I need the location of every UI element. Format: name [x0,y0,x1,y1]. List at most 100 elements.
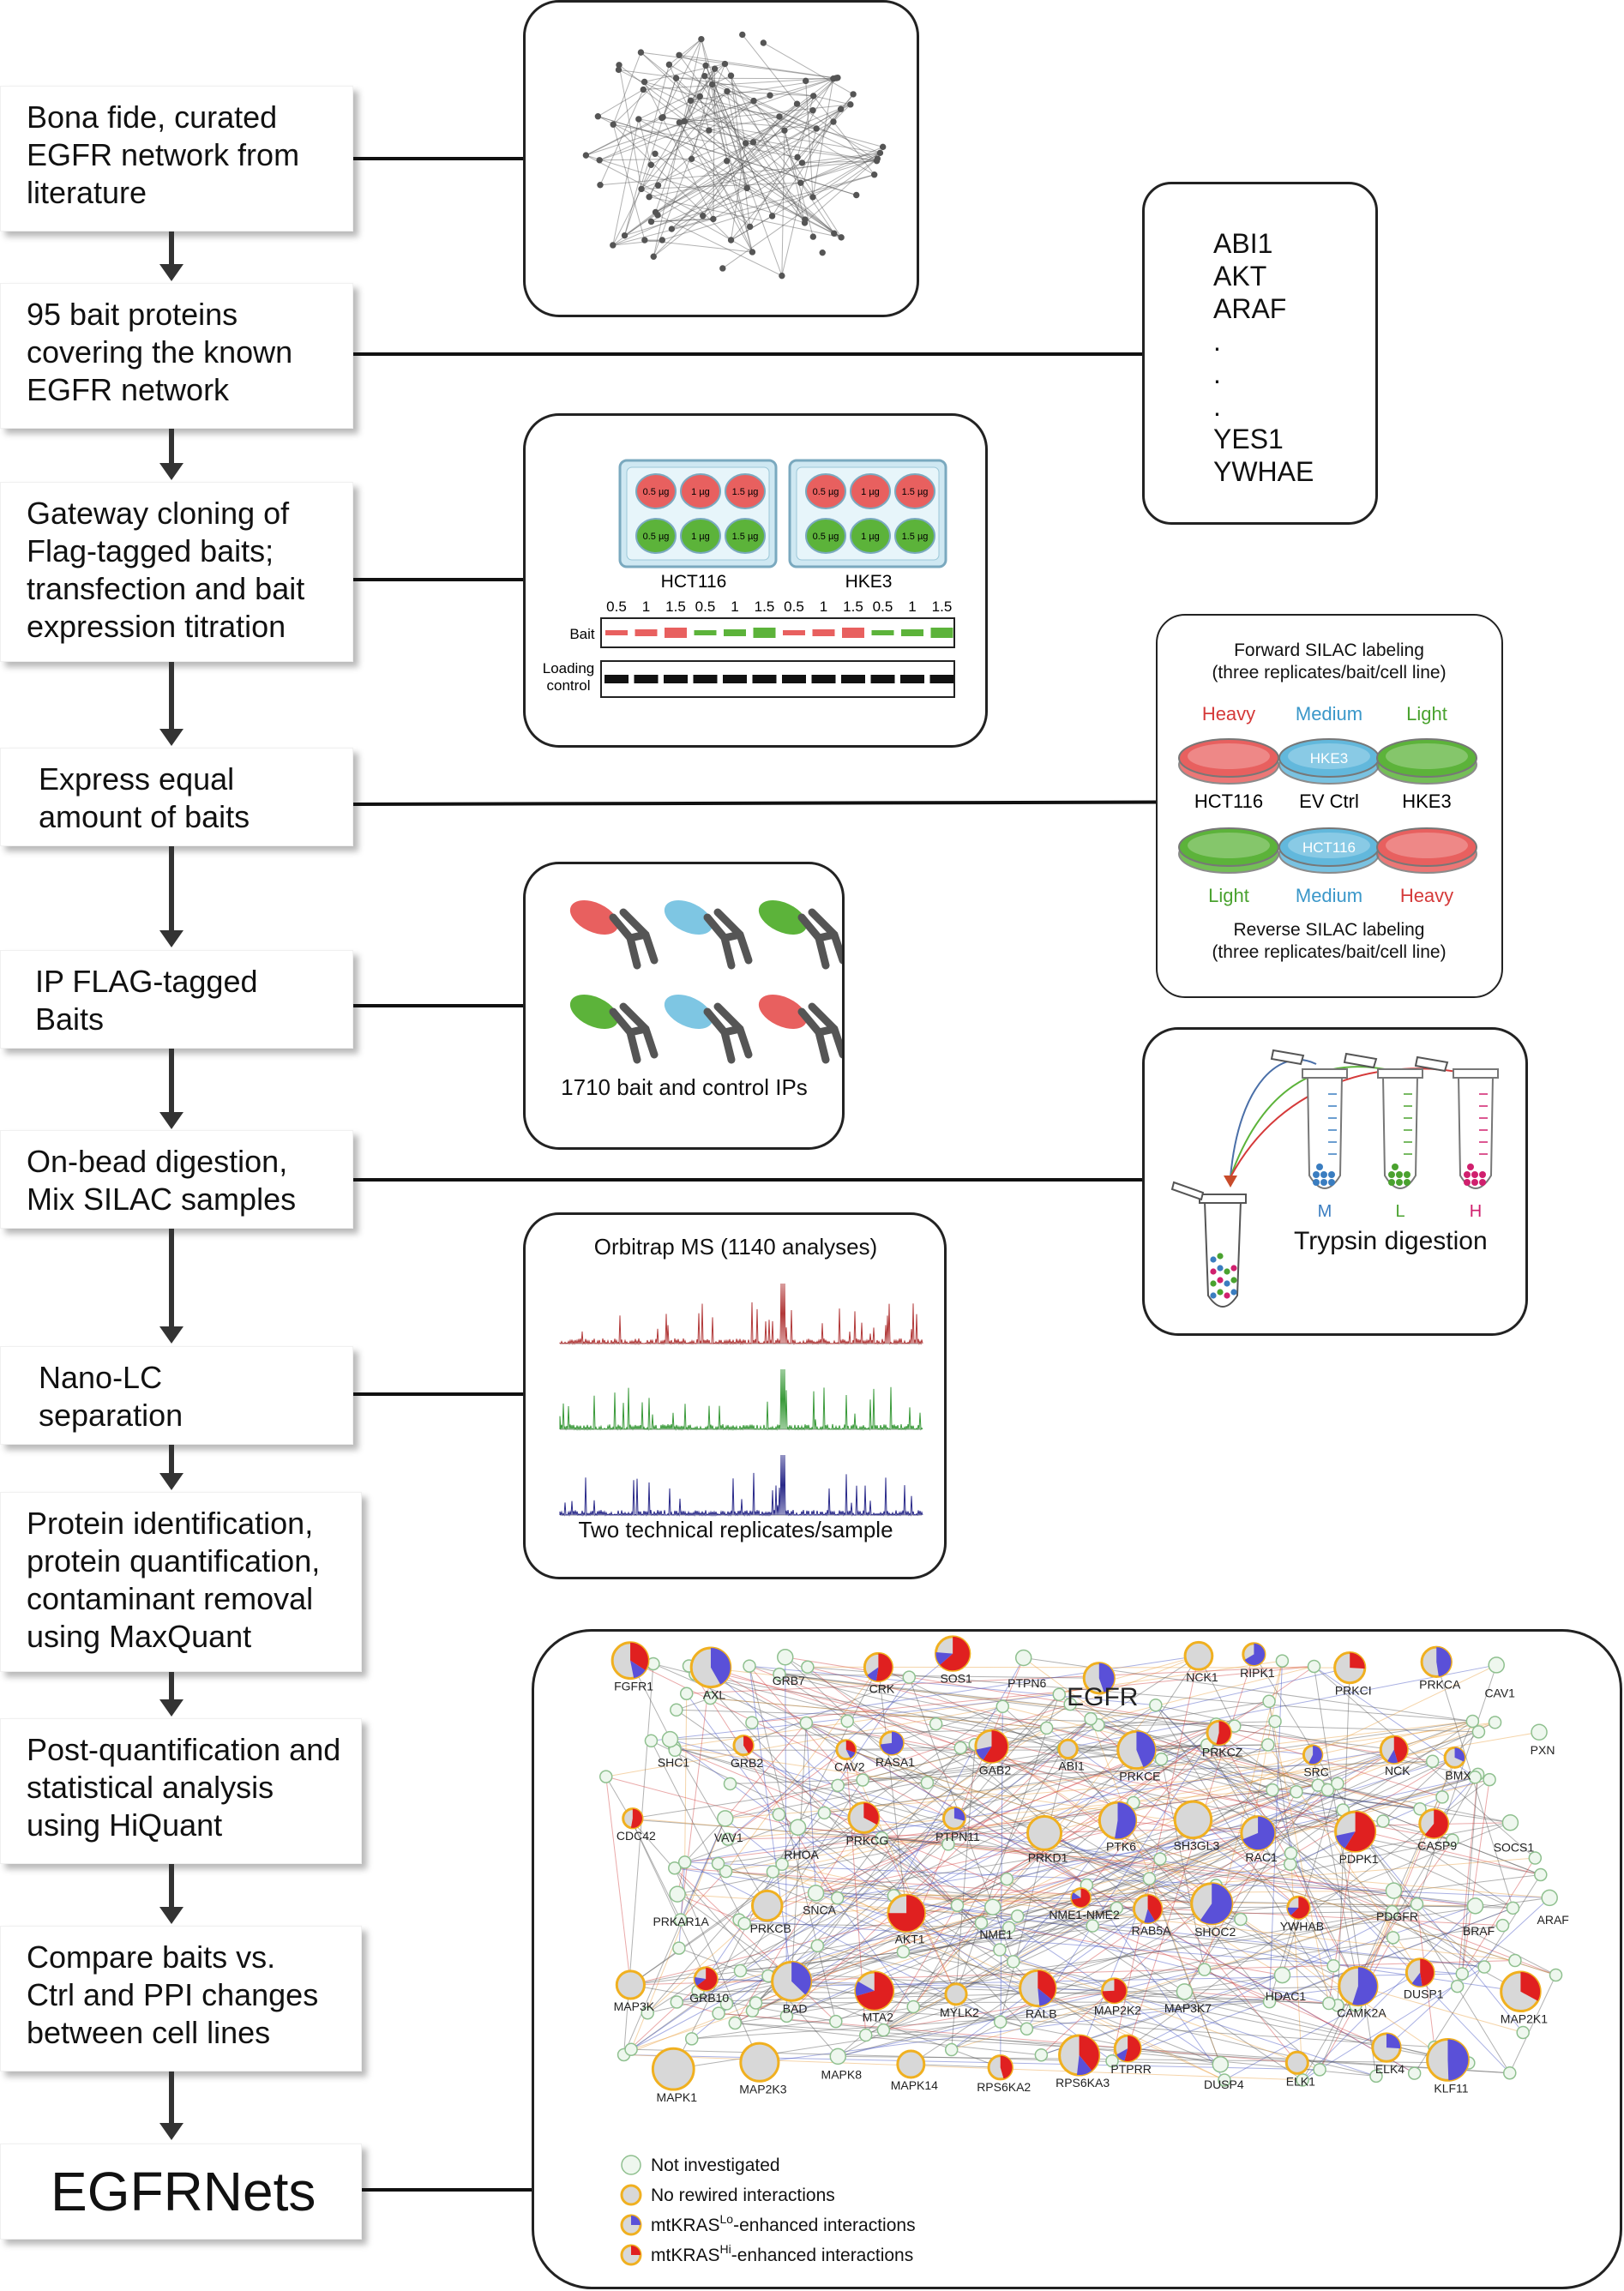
lit-node [635,116,642,123]
network-edge [1414,1874,1542,2074]
network-node [624,2042,638,2057]
network-node [1322,1996,1336,2011]
culture-dish [1376,827,1477,874]
lit-edge [708,116,780,131]
network-edge [805,1723,817,1893]
network-edge [785,1657,955,1819]
lit-edge [691,158,842,238]
network-node [876,2023,891,2037]
lit-edge [618,69,814,97]
antibody-bead [569,995,659,1064]
network-edge [710,1698,1047,1729]
network-edge [674,1660,1283,1748]
network-edge [786,1760,1433,2017]
arrow-4 [169,846,174,932]
network-node [1338,1965,1379,2007]
lit-edge [624,64,670,236]
network-edge [1062,1744,1268,1749]
lit-node [640,86,647,93]
network-node [974,1915,989,1930]
network-edge [1026,1744,1208,2029]
culture-dish: HCT116 [1278,827,1380,874]
network-edge [911,1832,1259,2065]
network-edge [1046,1727,1299,1909]
lit-edge [641,165,652,189]
lit-node [809,194,816,201]
mix-bead [1210,1268,1217,1275]
sample-tube [1302,1068,1348,1189]
network-edge [630,1744,976,1986]
network-edge [1044,1832,1283,1976]
network-node [644,1734,659,1748]
antibody-bead [664,900,753,970]
network-edge [691,1925,1503,2040]
bait-band [605,630,628,635]
lit-node [721,60,729,68]
lit-edge [800,146,883,183]
bait-list-item: . [1213,391,1221,422]
lit-node [727,237,735,244]
protein-label: MAPK1 [657,2090,698,2104]
lit-edge [653,39,702,257]
protein-label: CASP9 [1417,1838,1457,1852]
network-edge [999,1907,1117,1951]
network-edge [1314,1666,1536,1859]
network-node [896,1945,911,1959]
trypsin-caption: Trypsin digestion [1294,1227,1488,1255]
lit-node [838,234,845,241]
loading-band [664,675,688,683]
network-node [732,1735,755,1757]
network-node [1488,1716,1502,1729]
lit-edge [797,95,815,158]
lit-node [646,193,653,201]
network-edge [955,1694,1060,1994]
lit-edge [641,51,837,79]
step-box-final: EGFRNets [0,2144,362,2240]
lit-edge [802,160,877,164]
sample-tube [1453,1068,1499,1189]
legend-label: No rewired interactions [651,2186,835,2205]
network-edge [623,1721,1473,2055]
protein-label: RASA1 [875,1755,915,1769]
network-edge [755,2002,1435,2048]
network-node [1376,1814,1390,1828]
lit-node [638,185,645,193]
network-edge [955,1754,1314,1995]
lit-edge [684,120,754,143]
lit-edge [598,120,685,161]
protein-label: PDGFR [1376,1909,1418,1923]
lit-node [659,237,666,244]
arrow-head-6 [159,1326,183,1344]
network-node [1000,1872,1013,1886]
network-edge [1136,1749,1485,1968]
lit-node [668,225,676,232]
network-edge [837,1723,1217,2057]
amount-label: 0.5 [873,598,893,615]
network-node [673,1913,688,1927]
network-edge [891,1705,1003,1744]
lit-node [610,121,617,128]
network-node [1116,1729,1157,1771]
network-edge [751,1665,1314,1723]
network-node [733,1963,748,1978]
dish-label: HKE3 [1310,750,1348,767]
network-node [1477,1960,1491,1974]
protein-label: ELK4 [1375,2062,1404,2076]
network-node [1019,1969,1057,2008]
network-edge [1312,1754,1359,1987]
network-node [1113,2034,1142,2063]
network-edge [1044,1832,1334,1967]
network-node [1198,1963,1212,1976]
well-label: 0.5 µg [643,532,670,542]
network-node [953,1741,967,1755]
network-node [941,1837,955,1851]
protein-label: AKT1 [895,1932,925,1945]
lit-edge [690,99,780,117]
network-edge [1224,1972,1421,2081]
lit-edge [599,160,877,186]
legend-item: Not investigated [621,2155,780,2175]
lit-node [719,265,726,272]
lit-edge [804,158,878,224]
lit-edge [781,130,785,276]
